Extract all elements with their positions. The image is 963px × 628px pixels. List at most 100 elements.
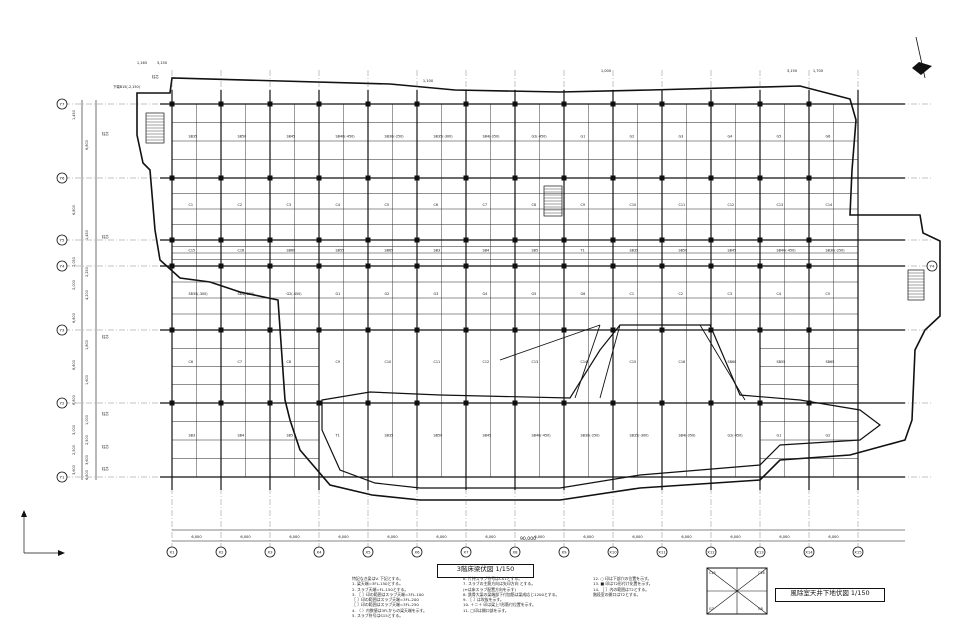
y-axis-bubble: Y7 bbox=[56, 98, 68, 110]
beam-label: SB4(-350) bbox=[238, 292, 256, 296]
bay-dimension: 6,000 bbox=[387, 535, 398, 539]
beam-label: C13 bbox=[532, 360, 539, 364]
beam-label: SB30(-250) bbox=[385, 134, 405, 138]
top-dimension: 1,100 bbox=[423, 79, 434, 83]
x-axis-label: X7 bbox=[463, 550, 469, 555]
beam-label: G2(-450) bbox=[287, 292, 303, 296]
bay-dimension: 6,000 bbox=[730, 535, 741, 539]
beam-label: G1 bbox=[336, 292, 341, 296]
beam-label: C14 bbox=[826, 203, 833, 207]
bay-dimension: 6,000 bbox=[436, 535, 447, 539]
beam-label: SB50 bbox=[679, 249, 688, 253]
beam-label: SB50 bbox=[238, 134, 247, 138]
x-axis-label: X2 bbox=[218, 550, 224, 555]
beam-grid bbox=[160, 90, 905, 490]
bay-dimension: 6,000 bbox=[583, 535, 594, 539]
beam-label: G1 bbox=[777, 433, 782, 437]
beam-label: C9 bbox=[336, 360, 341, 364]
beam-label: C6 bbox=[189, 360, 194, 364]
beam-label: G2(-450) bbox=[728, 433, 744, 437]
bay-dimension: 6,000 bbox=[289, 535, 300, 539]
note-line: ［ ］印の範囲はスラブ天端=3FL-200 bbox=[352, 597, 419, 603]
beam-label: SB35 bbox=[385, 433, 394, 437]
beam-label: SB35(-300) bbox=[434, 134, 454, 138]
beam-label: SB55 bbox=[336, 249, 345, 253]
y-axis-label: Y3 bbox=[60, 328, 65, 333]
beam-label: SB45 bbox=[483, 433, 492, 437]
beam-label: C15 bbox=[630, 360, 637, 364]
drawing-title: 3階床梁伏図 1/150 bbox=[437, 564, 534, 578]
beam-label: G4 bbox=[728, 134, 733, 138]
beam-label: G2 bbox=[385, 292, 390, 296]
atrium-diagonal-right bbox=[599, 324, 746, 401]
beam-label: G2 bbox=[826, 433, 831, 437]
beam-label: SB30(-250) bbox=[581, 433, 601, 437]
column-center-note: 柱芯 bbox=[102, 411, 109, 416]
x-axis-label: X8 bbox=[512, 550, 518, 555]
top-dimension: 1,000 bbox=[601, 69, 612, 73]
note-line: 11. □印は開口部を示す。 bbox=[463, 607, 509, 613]
x-axis-bubble: X3 bbox=[264, 546, 276, 558]
y-axis-bubble: Y4 bbox=[56, 260, 68, 272]
side-dimension: 2,500 bbox=[85, 435, 89, 445]
note-line: 2. スラブ天端=FL-150とする。 bbox=[352, 586, 409, 592]
x-axis-bubble: X6 bbox=[411, 546, 423, 558]
beam-label: C6 bbox=[434, 203, 439, 207]
note-line: ［ ］印の範囲はスラブ天端=3FL-250 bbox=[352, 602, 419, 608]
side-dimension: 2,050 bbox=[72, 257, 76, 267]
beam-label: SB35 bbox=[189, 134, 198, 138]
side-dimension: 3,000 bbox=[72, 425, 76, 435]
note-line: 階段室の開口はT2とする。 bbox=[593, 591, 641, 597]
beam-label: G6 bbox=[581, 292, 586, 296]
beam-label: C16 bbox=[238, 249, 245, 253]
bay-dimension: 6,000 bbox=[632, 535, 643, 539]
y-axis-bubble: Y5 bbox=[56, 234, 68, 246]
x-axis-bubble: X1 bbox=[166, 546, 178, 558]
column-center-note: 柱芯 bbox=[102, 466, 109, 471]
side-dimension: 6,800 bbox=[72, 395, 76, 405]
beam-label: C13 bbox=[777, 203, 784, 207]
beam-label: SB55 bbox=[777, 360, 786, 364]
top-dimension: 3,150 bbox=[787, 69, 798, 73]
x-axis-label: X11 bbox=[658, 550, 666, 555]
x-axis-bubble: X7 bbox=[460, 546, 472, 558]
note-line: 13. ■ 印はT2形付け化置を示す。 bbox=[593, 581, 653, 587]
beam-label: SB5 bbox=[287, 433, 294, 437]
side-dimension: 1,600 bbox=[85, 375, 89, 385]
x-axis-label: X1 bbox=[169, 550, 175, 555]
inset-drawing-title: 風除室天井下地伏図 1/150 bbox=[775, 588, 885, 602]
side-dimension: 6,800 bbox=[72, 205, 76, 215]
side-dimension: 4,200 bbox=[85, 290, 89, 300]
beam-label: SB65 bbox=[826, 360, 835, 364]
side-dimension: 3,600 bbox=[85, 455, 89, 465]
x-axis-bubble: X9 bbox=[558, 546, 570, 558]
beam-label: SB30(-250) bbox=[826, 249, 846, 253]
stair-hatch-left bbox=[145, 112, 165, 144]
overall-dimension: 90,000 bbox=[520, 537, 537, 542]
beam-label: G2 bbox=[630, 134, 635, 138]
x-axis-bubble: X8 bbox=[509, 546, 521, 558]
beam-label: SB40(-450) bbox=[532, 433, 552, 437]
general-notes-column-2: 6. 片持スラブ符号はCS1とする。7. スラブの主筋方向は矢印方向 とする。 … bbox=[463, 576, 559, 613]
x-axis-bubble: X11 bbox=[656, 546, 668, 558]
y-axis-label: Y1 bbox=[60, 475, 65, 480]
beam-label: SB35(-300) bbox=[630, 433, 650, 437]
beam-label: SB4(-350) bbox=[679, 433, 697, 437]
bay-dimension: 6,000 bbox=[191, 535, 202, 539]
x-axis-bubble: X10 bbox=[607, 546, 619, 558]
note-line: 3. ［ ］印の範囲はスラブ天端=3FL-100 bbox=[352, 591, 424, 597]
top-dimension: 3,150 bbox=[157, 61, 168, 65]
y-axis-label: Y4 bbox=[930, 264, 935, 269]
y-axis-bubble: Y2 bbox=[56, 397, 68, 409]
atrium-outline bbox=[321, 324, 881, 489]
atrium-diagonal-left bbox=[499, 324, 601, 399]
bay-dimension: 6,000 bbox=[338, 535, 349, 539]
y-axis-label: Y7 bbox=[60, 102, 65, 107]
beam-label: C2 bbox=[238, 203, 243, 207]
beam-label: C3 bbox=[728, 292, 733, 296]
